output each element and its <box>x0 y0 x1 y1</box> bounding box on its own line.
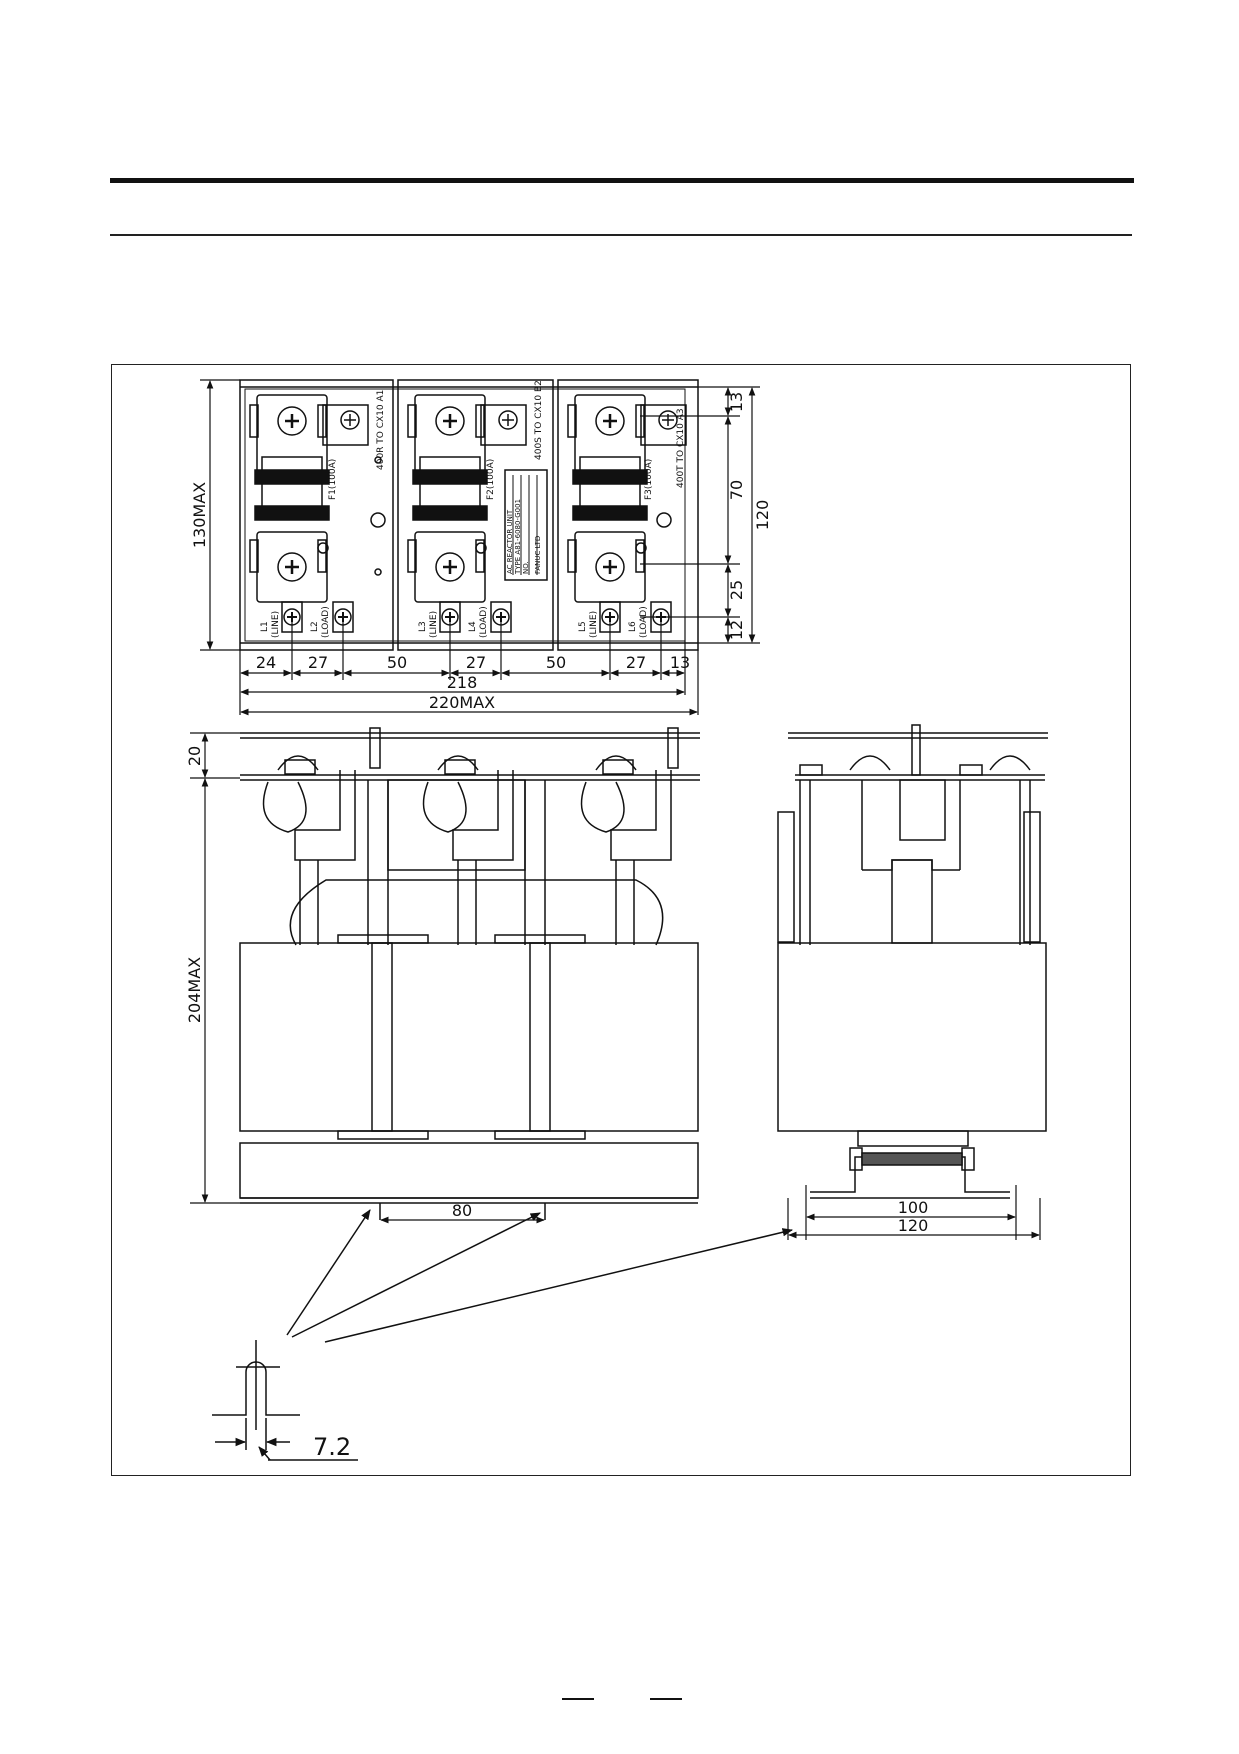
terminal-sub-l2: (LOAD) <box>321 606 331 638</box>
dim-13-right: 13 <box>727 392 746 412</box>
dim-27-b: 27 <box>466 653 486 672</box>
dim-204max: 204MAX <box>185 957 204 1023</box>
dim-20: 20 <box>185 746 204 766</box>
fuse-pair-label-2: 400S TO CX10 B2 <box>534 380 544 460</box>
dim-50-a: 50 <box>387 653 407 672</box>
front-view-dimensions <box>190 732 545 1224</box>
dim-80: 80 <box>452 1201 472 1220</box>
dim-130max: 130MAX <box>190 482 209 548</box>
top-view-dim-text: 24 27 50 27 50 27 13 218 220MAX 13 70 25… <box>190 392 772 712</box>
fuse-label-2: F2(100A) <box>486 459 496 500</box>
terminal-label-l2: L2 <box>310 621 320 632</box>
terminal-label-l4: L4 <box>468 621 478 632</box>
fuse-label-1: F1(100A) <box>328 459 338 500</box>
dim-27-a: 27 <box>308 653 328 672</box>
dim-218: 218 <box>447 673 478 692</box>
nameplate-line-2: TYPE A81-6080-G001 <box>514 499 522 575</box>
dim-100: 100 <box>898 1198 929 1217</box>
drawing-frame <box>111 364 1131 1476</box>
nameplate-line-4: FANUC LTD <box>534 536 542 574</box>
dim-120-bottom: 120 <box>898 1216 929 1235</box>
dim-220max: 220MAX <box>429 693 495 712</box>
header-rule-thin <box>110 234 1132 236</box>
dim-50-b: 50 <box>546 653 566 672</box>
terminal-sub-l4: (LOAD) <box>479 606 489 638</box>
top-view-dimensions <box>200 379 760 716</box>
top-view <box>239 379 699 651</box>
dim-120-right: 120 <box>753 500 772 531</box>
page-number-dash-right <box>650 1698 682 1700</box>
terminal-sub-l5: (LINE) <box>589 611 599 638</box>
top-view-labels: F1(100A) F2(100A) F3(100A) 400R TO CX10 … <box>260 380 686 638</box>
side-view <box>777 724 1048 1199</box>
dim-12: 12 <box>727 620 746 640</box>
slot-width-label: 7.2 <box>313 1433 351 1461</box>
fuse-pair-label-3: 400T TO CX10 A3 <box>676 408 686 488</box>
dim-24: 24 <box>256 653 276 672</box>
terminal-sub-l1: (LINE) <box>271 611 281 638</box>
fuse-label-3: F3(100A) <box>644 459 654 500</box>
page-number-dash-left <box>562 1698 594 1700</box>
terminal-label-l1: L1 <box>260 621 270 632</box>
dim-70: 70 <box>727 480 746 500</box>
fuse-pair-label-1: 400R TO CX10 A1 <box>376 390 386 470</box>
side-view-dim-text: 100 120 <box>898 1198 929 1235</box>
terminal-label-l6: L6 <box>628 621 638 632</box>
front-view <box>239 727 700 1220</box>
terminal-label-l5: L5 <box>578 621 588 632</box>
nameplate-line-1: AC REACTOR UNIT <box>506 509 514 574</box>
dim-13-bottom: 13 <box>670 653 690 672</box>
side-view-dimensions <box>787 1185 1041 1240</box>
header-rule-thick <box>110 178 1134 183</box>
nameplate-line-3: NO. <box>522 561 530 574</box>
terminal-sub-l6: (LOAD) <box>639 606 649 638</box>
slot-detail <box>212 1209 794 1461</box>
front-view-dim-text: 20 204MAX 80 <box>185 746 472 1220</box>
terminal-sub-l3: (LINE) <box>429 611 439 638</box>
terminal-label-l3: L3 <box>418 621 428 632</box>
dim-27-c: 27 <box>626 653 646 672</box>
dim-25: 25 <box>727 580 746 600</box>
